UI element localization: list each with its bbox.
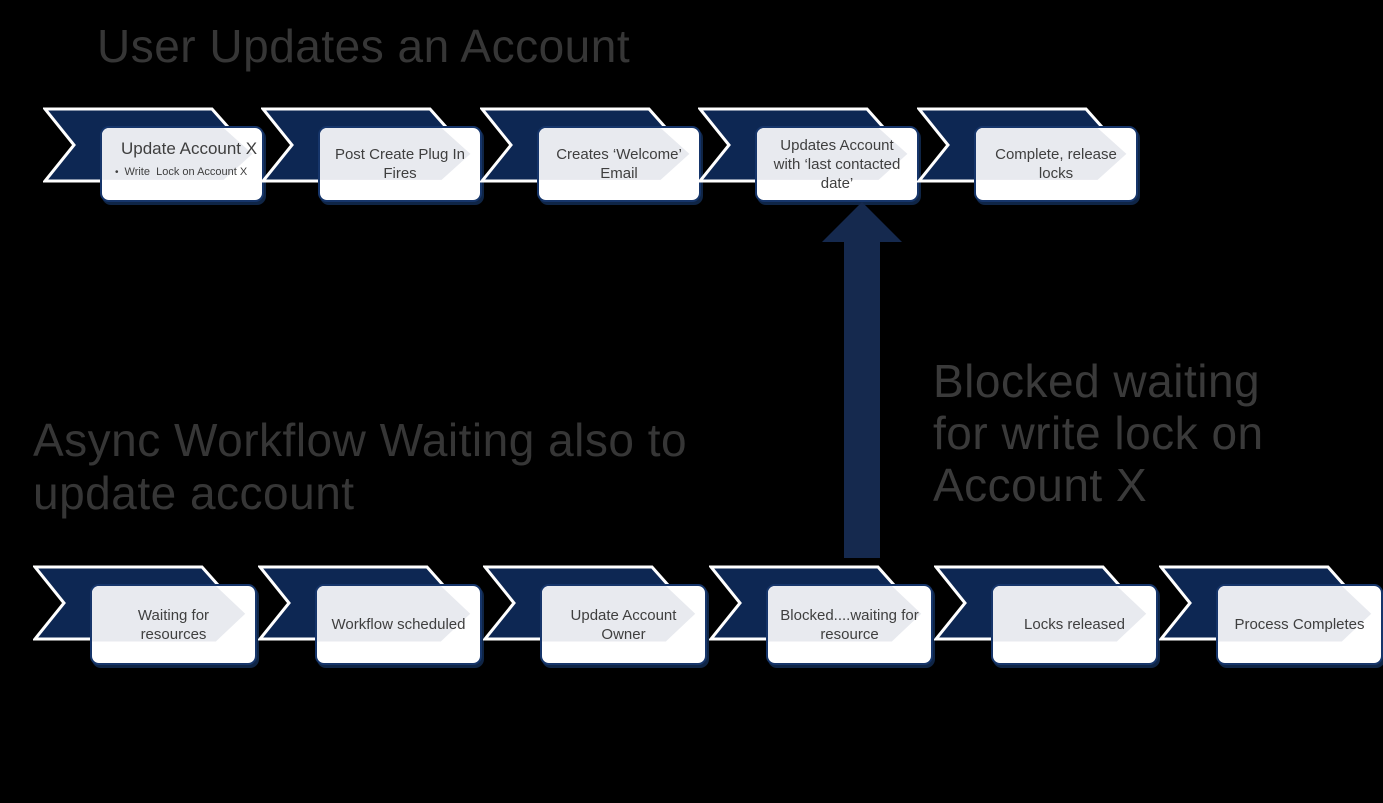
step-label: Waiting for resources [137,606,210,643]
step-label: Updates Account with ‘last contacted dat… [773,136,901,192]
box-inner-arrow-shape [539,128,690,180]
step-box: Workflow scheduled [315,584,482,665]
step-label: Creates ‘Welcome’ Email [556,146,682,182]
step-box: Blocked....waiting for resource [766,584,933,665]
step-bullet-line: • Write Lock on Account X [115,166,262,178]
step-waiting-for-resources: Waiting for resources [33,565,257,665]
step-box: Post Create Plug In Fires [318,126,482,202]
box-inner-arrow-shape [542,586,696,642]
step-updates-last-contacted: Updates Account with ‘last contacted dat… [698,107,919,202]
step-box: Waiting for resources [90,584,257,665]
step-box: Update Account X • Write Lock on Account … [100,126,264,202]
step-box: Locks released [991,584,1158,665]
step-update-account-owner: Update Account Owner [483,565,707,665]
top-flow-title: User Updates an Account [97,20,631,72]
step-locks-released: Locks released [934,565,1158,665]
step-title: Update Account X [121,139,258,158]
step-box: Complete, release locks [974,126,1138,202]
box-inner-arrow-shape [317,586,471,642]
step-label: Workflow scheduled [331,616,466,633]
blocked-annotation: Blocked waiting for write lock on Accoun… [933,355,1264,511]
step-box: Process Completes [1216,584,1383,665]
box-inner-arrow-shape [976,128,1127,180]
box-inner-arrow-shape [1218,586,1372,642]
step-creates-welcome-email: Creates ‘Welcome’ Email [480,107,701,202]
bottom-flow-title: Async Workflow Waiting also to update ac… [33,414,688,519]
step-complete-release-locks: Complete, release locks [917,107,1138,202]
bullet-icon: • [115,167,119,178]
step-label: Locks released [1024,616,1125,633]
step-process-completes: Process Completes [1159,565,1383,665]
box-inner-arrow-shape [768,586,922,642]
box-inner-arrow-shape [92,586,246,642]
step-bullet-text: Write Lock on Account X [124,166,248,178]
step-label: Complete, release locks [995,146,1117,182]
step-workflow-scheduled: Workflow scheduled [258,565,482,665]
step-box: Update Account Owner [540,584,707,665]
step-box: Updates Account with ‘last contacted dat… [755,126,919,202]
step-post-create-plugin: Post Create Plug In Fires [261,107,482,202]
step-label: Update Account Owner [570,606,677,643]
box-inner-arrow-shape [320,128,471,180]
step-label: Post Create Plug In Fires [334,146,466,182]
step-box: Creates ‘Welcome’ Email [537,126,701,202]
step-label: Process Completes [1234,616,1365,633]
step-update-account-x: Update Account X • Write Lock on Account … [43,107,264,202]
box-inner-arrow-shape [102,128,253,180]
step-label: Blocked....waiting for resource [780,606,919,643]
blocked-up-arrow-icon [822,202,902,558]
box-inner-arrow-shape [993,586,1147,642]
step-blocked-waiting-resource: Blocked....waiting for resource [709,565,933,665]
box-inner-arrow-shape [757,128,908,180]
